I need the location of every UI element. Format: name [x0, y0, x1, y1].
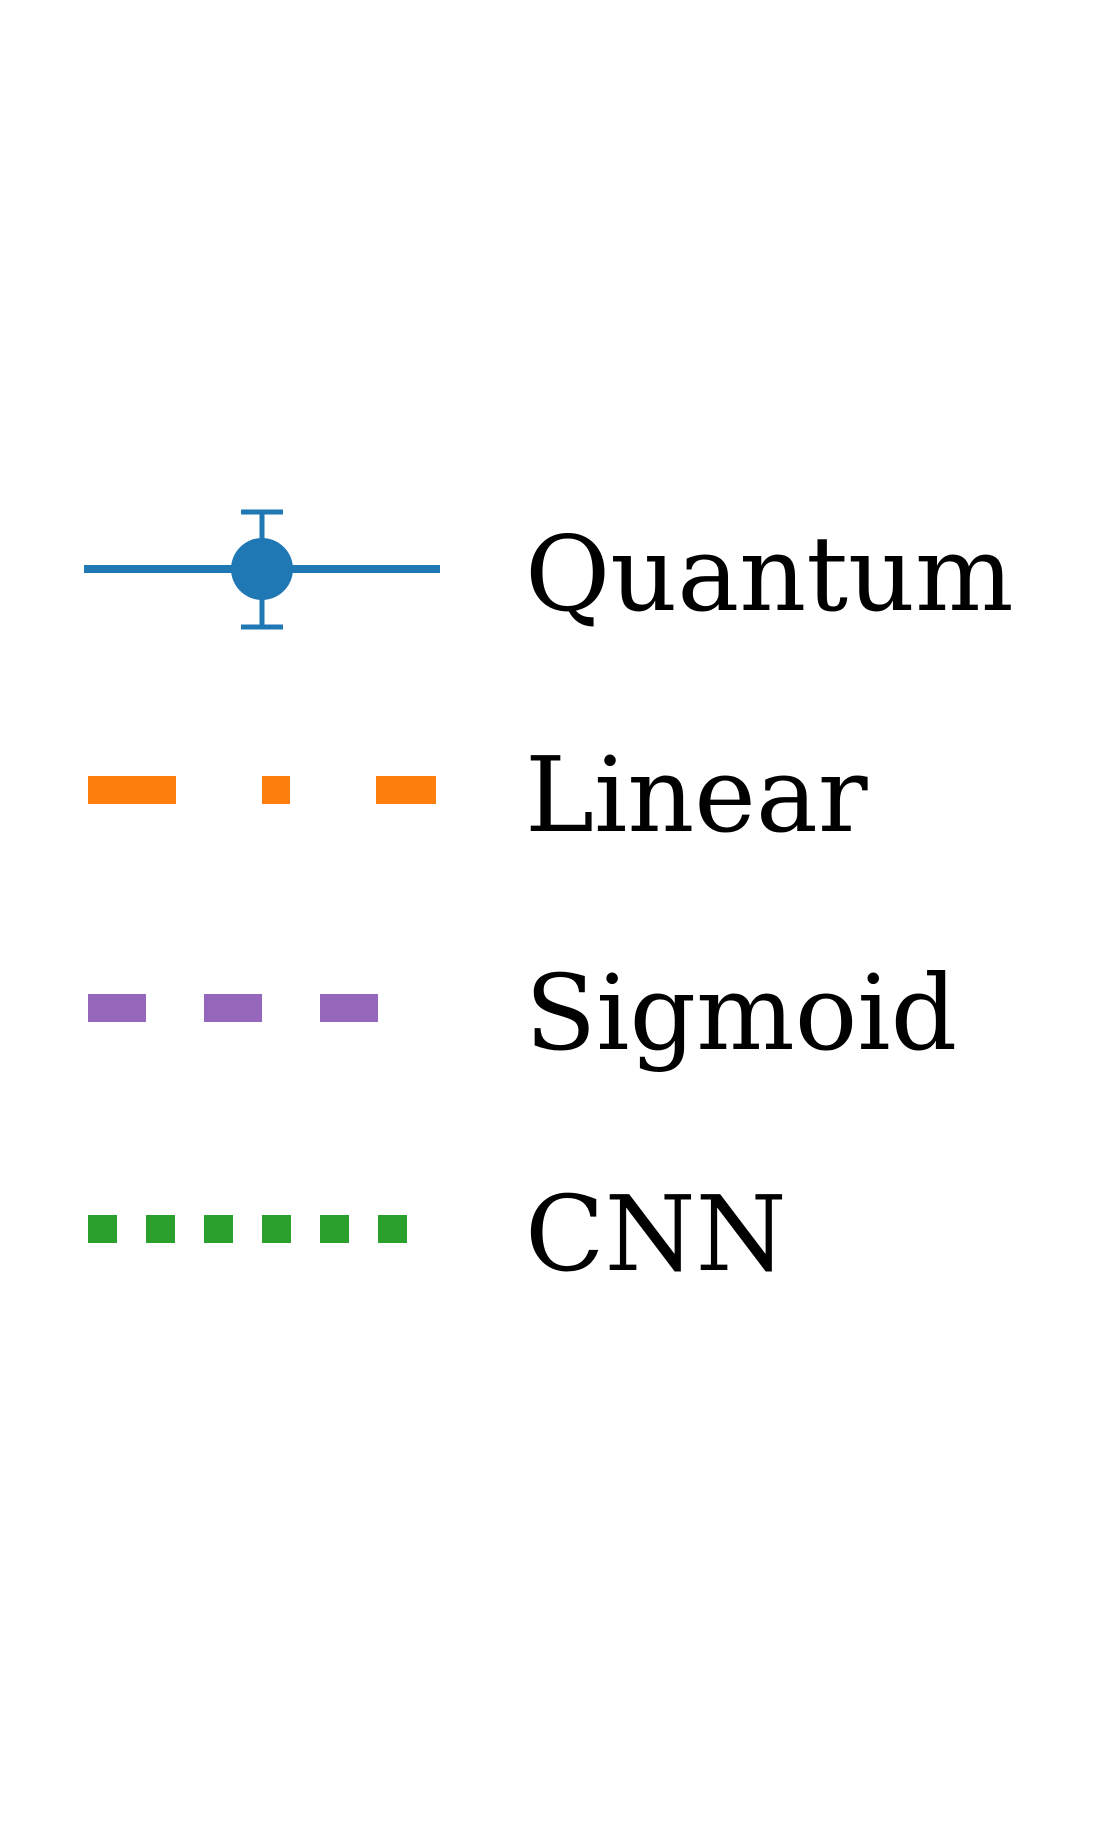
legend-entry-linear: Linear [88, 734, 868, 856]
legend-label-linear: Linear [525, 734, 868, 856]
legend-label-sigmoid: Sigmoid [525, 952, 957, 1074]
quantum-marker [231, 538, 293, 600]
legend-label-quantum: Quantum [525, 513, 1014, 635]
legend-label-cnn: CNN [525, 1173, 787, 1295]
legend-entry-sigmoid: Sigmoid [88, 952, 957, 1074]
legend-entry-cnn: CNN [88, 1173, 787, 1295]
legend-entry-quantum: Quantum [84, 509, 1014, 635]
